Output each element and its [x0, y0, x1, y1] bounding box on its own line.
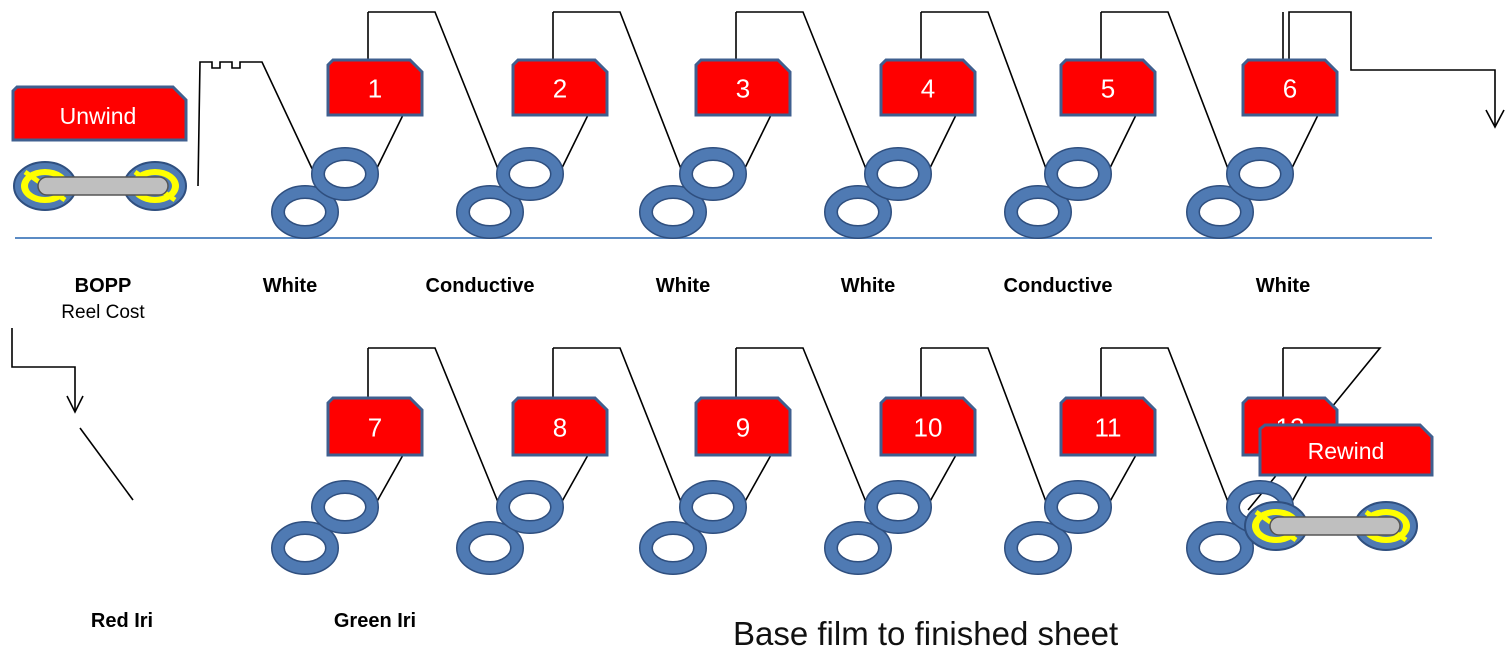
web-path-exit-row1 [1288, 11, 1496, 125]
web-segment [927, 114, 957, 173]
web-segment [742, 454, 772, 506]
upper-roller-icon [864, 480, 932, 534]
row1-label-3: White [656, 275, 710, 297]
row2-label-0: Red Iri [91, 610, 153, 632]
lower-roller-icon [639, 521, 707, 575]
row1-web-paths [367, 11, 1319, 175]
roller-group [271, 147, 1294, 575]
upper-roller-icon [864, 147, 932, 201]
upper-roller-icon [679, 147, 747, 201]
web-segment [1289, 114, 1319, 173]
lower-roller-icon [1004, 185, 1072, 239]
web-segment [368, 11, 501, 175]
web-segment [1107, 454, 1137, 506]
rewind-box: Rewind [1258, 423, 1434, 477]
arrow-head-row1-icon [1485, 109, 1505, 129]
unwind-label: Unwind [60, 103, 137, 129]
print-unit-7: 7 [326, 396, 424, 457]
lower-roller-icon [639, 185, 707, 239]
upper-roller-icon [311, 480, 379, 534]
web-segment [374, 114, 404, 173]
diagram-caption: Base film to finished sheet [733, 615, 1118, 652]
unit-number: 1 [368, 74, 382, 104]
unit-number: 5 [1101, 74, 1115, 104]
upper-roller-icon [496, 480, 564, 534]
print-unit-1: 1 [326, 58, 424, 117]
web-segment [736, 347, 869, 508]
unit-number: 6 [1283, 74, 1297, 104]
upper-roller-icon [311, 147, 379, 201]
web-path-entry-row2 [11, 328, 76, 410]
print-unit-11: 11 [1059, 396, 1157, 457]
print-unit-5: 5 [1059, 58, 1157, 117]
unit-number: 8 [553, 413, 567, 443]
lower-roller-icon [1186, 185, 1254, 239]
upper-roller-icon [1044, 147, 1112, 201]
lower-roller-icon [271, 521, 339, 575]
lower-roller-icon [271, 185, 339, 239]
row1-label-0: BOPP [75, 275, 132, 297]
web-segment [927, 454, 957, 506]
print-unit-3: 3 [694, 58, 792, 117]
print-unit-6: 6 [1241, 58, 1339, 117]
unit-number: 3 [736, 74, 750, 104]
reel-cost-label: Reel Cost [61, 302, 145, 323]
unwind-reel-icon [13, 161, 187, 211]
web-segment [559, 454, 589, 506]
unit-number: 10 [914, 413, 943, 443]
row1-label-6: White [1256, 275, 1310, 297]
lower-roller-icon [824, 521, 892, 575]
lower-roller-icon [1186, 521, 1254, 575]
web-segment [1107, 114, 1137, 173]
row1-label-2: Conductive [426, 275, 535, 297]
row2-label-1: Green Iri [334, 610, 416, 632]
lower-roller-icon [456, 185, 524, 239]
upper-roller-icon [1226, 147, 1294, 201]
rewind-label: Rewind [1308, 438, 1385, 464]
web-segment [374, 454, 404, 506]
print-unit-2: 2 [511, 58, 609, 117]
web-segment [1101, 347, 1231, 508]
web-path-unwind [197, 61, 316, 187]
web-segment [742, 114, 772, 173]
web-segment [1101, 11, 1231, 175]
unit-number: 9 [736, 413, 750, 443]
lower-roller-icon [1004, 521, 1072, 575]
print-unit-10: 10 [879, 396, 977, 457]
unit-number: 4 [921, 74, 935, 104]
upper-roller-icon [679, 480, 747, 534]
arrow-head-row2-icon [66, 395, 84, 414]
print-unit-4: 4 [879, 58, 977, 117]
web-segment [736, 11, 869, 175]
web-segment [921, 347, 1049, 508]
unit-number: 2 [553, 74, 567, 104]
lower-roller-icon [456, 521, 524, 575]
row1-label-5: Conductive [1004, 275, 1113, 297]
print-units: 123456789101112 [326, 58, 1339, 457]
web-segment [553, 11, 684, 175]
rewind-reel-icon [1244, 501, 1418, 551]
web-segment [921, 11, 1049, 175]
web-segment [559, 114, 589, 173]
upper-roller-icon [1044, 480, 1112, 534]
print-unit-8: 8 [511, 396, 609, 457]
unwind-box: Unwind [11, 85, 188, 142]
unit-number: 11 [1095, 413, 1122, 443]
unit-number: 7 [368, 413, 382, 443]
web-segment [368, 347, 501, 508]
row1-label-1: White [263, 275, 317, 297]
web-path-entry-unit7 [79, 427, 134, 501]
row1-label-4: White [841, 275, 895, 297]
upper-roller-icon [496, 147, 564, 201]
lower-roller-icon [824, 185, 892, 239]
web-segment [553, 347, 684, 508]
print-unit-9: 9 [694, 396, 792, 457]
